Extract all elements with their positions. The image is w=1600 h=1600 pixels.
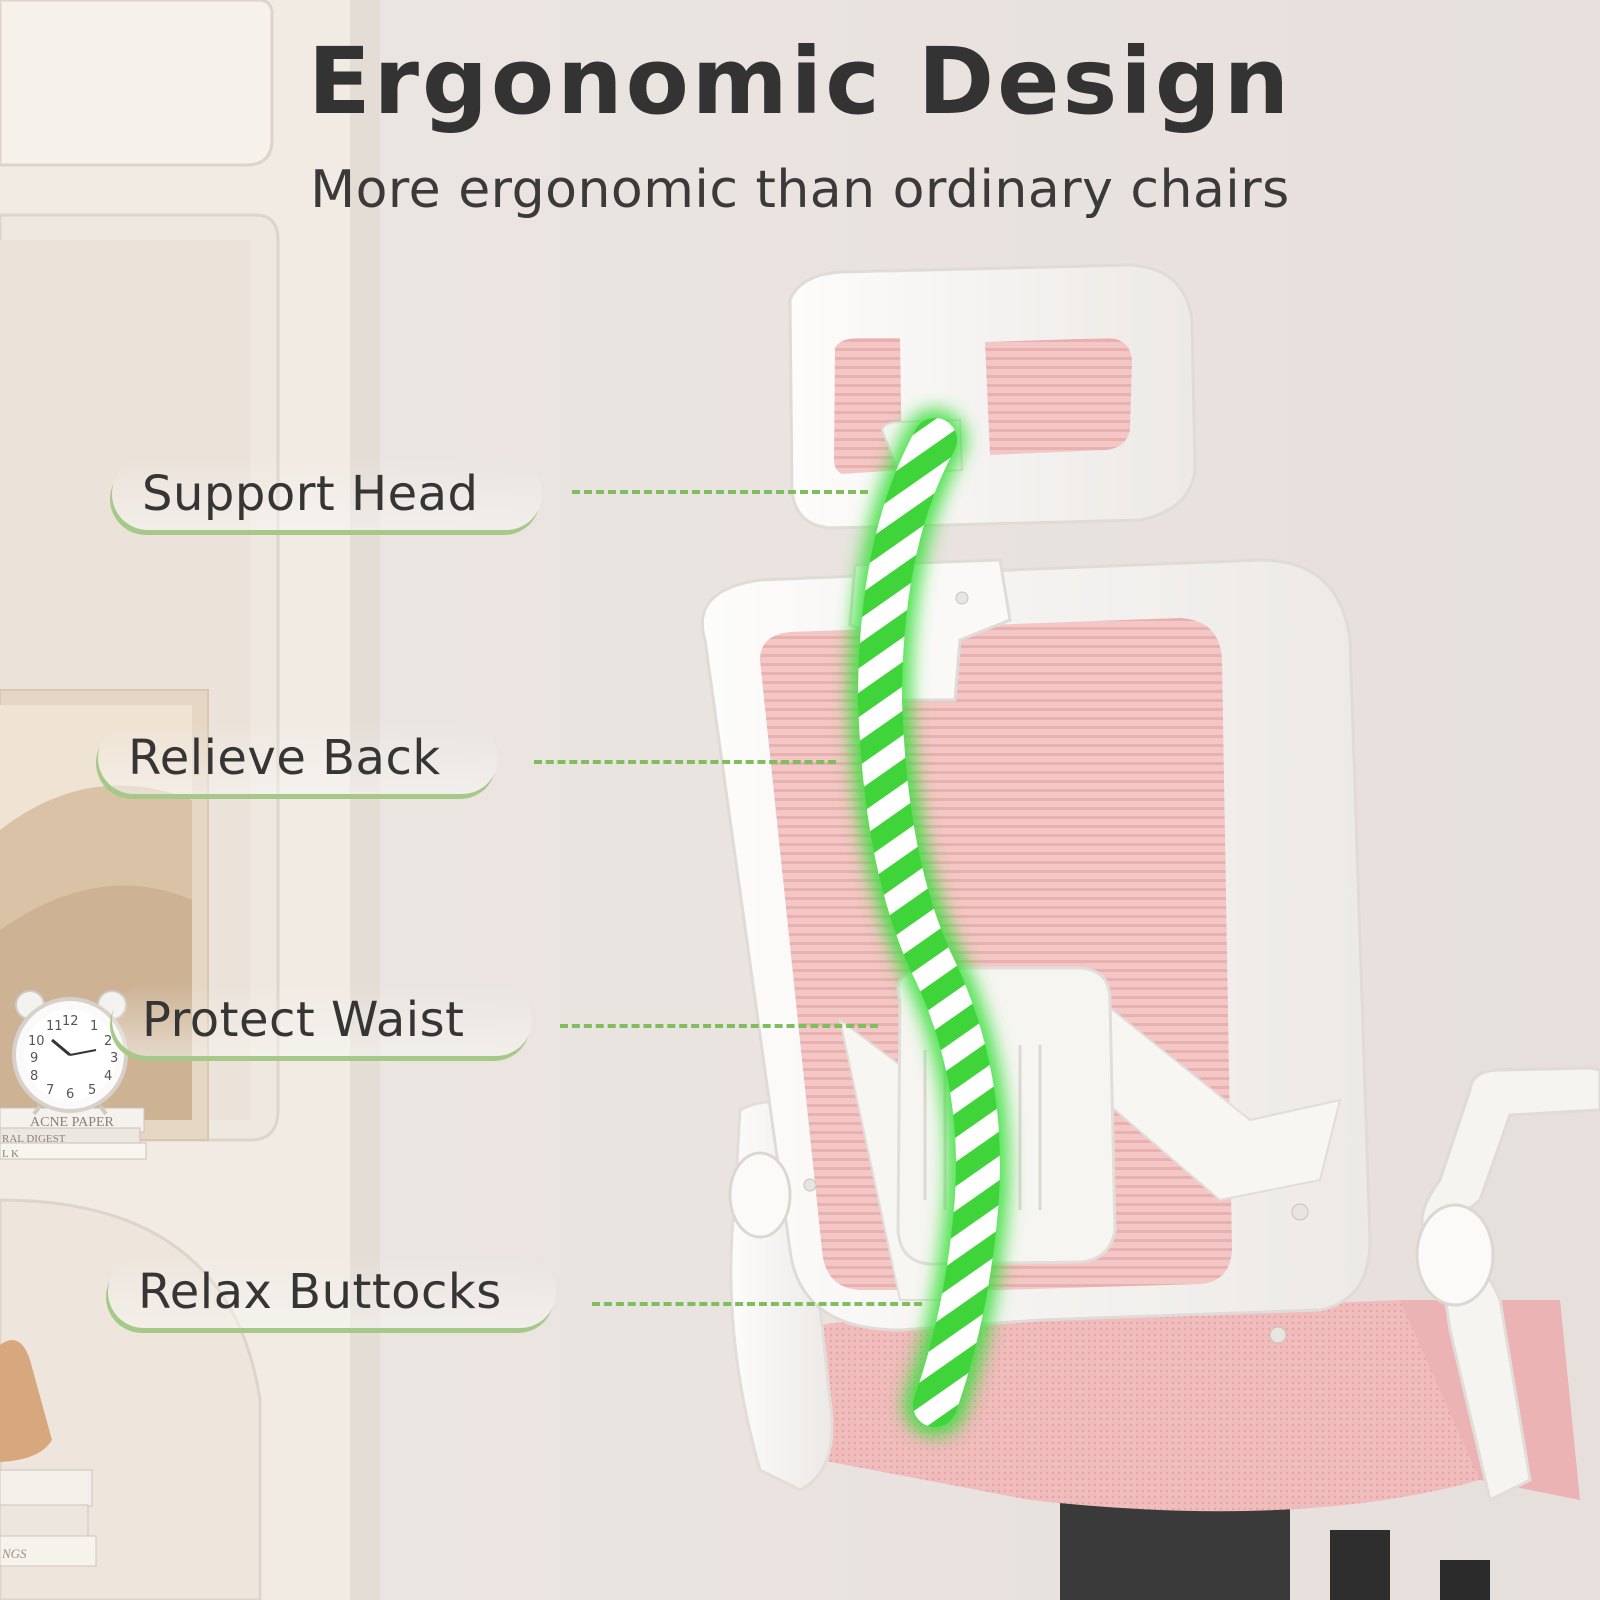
alarm-clock-icon: 12 11 10 9 8 7 6 5 4 3 2 1: [12, 990, 128, 1116]
leader-line-head: [572, 490, 868, 494]
callout-label: Relax Buttocks: [138, 1264, 502, 1320]
svg-text:10: 10: [28, 1034, 45, 1049]
svg-text:7: 7: [46, 1083, 54, 1098]
shelf-unit: ACNE PAPER RAL DIGEST L K 12 11 10 9 8 7…: [0, 0, 380, 1600]
book-spine-text: NGS: [1, 1546, 27, 1561]
callout-label: Support Head: [142, 466, 479, 522]
svg-text:11: 11: [46, 1019, 63, 1034]
leader-line-waist: [560, 1024, 878, 1028]
callout-relax-buttocks: Relax Buttocks: [108, 1256, 556, 1328]
callout-support-head: Support Head: [112, 458, 542, 530]
callout-label: Protect Waist: [142, 992, 465, 1048]
book-spine-text: ACNE PAPER: [30, 1115, 115, 1130]
leader-line-buttocks: [592, 1302, 922, 1306]
leader-line-back: [534, 760, 836, 764]
page-subtitle: More ergonomic than ordinary chairs: [310, 160, 1290, 220]
callout-protect-waist: Protect Waist: [112, 984, 532, 1056]
svg-text:4: 4: [104, 1069, 112, 1084]
svg-text:5: 5: [88, 1083, 96, 1098]
svg-text:8: 8: [30, 1069, 38, 1084]
book-spine-text: L K: [2, 1148, 19, 1160]
page-title: Ergonomic Design: [307, 28, 1293, 135]
callout-relieve-back: Relieve Back: [98, 722, 498, 794]
svg-text:3: 3: [110, 1051, 118, 1066]
spine-highlight-graphic: [848, 409, 1009, 1436]
svg-text:1: 1: [90, 1019, 98, 1034]
book-spine-text: RAL DIGEST: [2, 1133, 66, 1145]
svg-text:6: 6: [66, 1087, 74, 1102]
callout-label: Relieve Back: [128, 730, 441, 786]
svg-text:12: 12: [62, 1014, 79, 1029]
svg-text:9: 9: [30, 1051, 38, 1066]
svg-text:2: 2: [104, 1034, 112, 1049]
